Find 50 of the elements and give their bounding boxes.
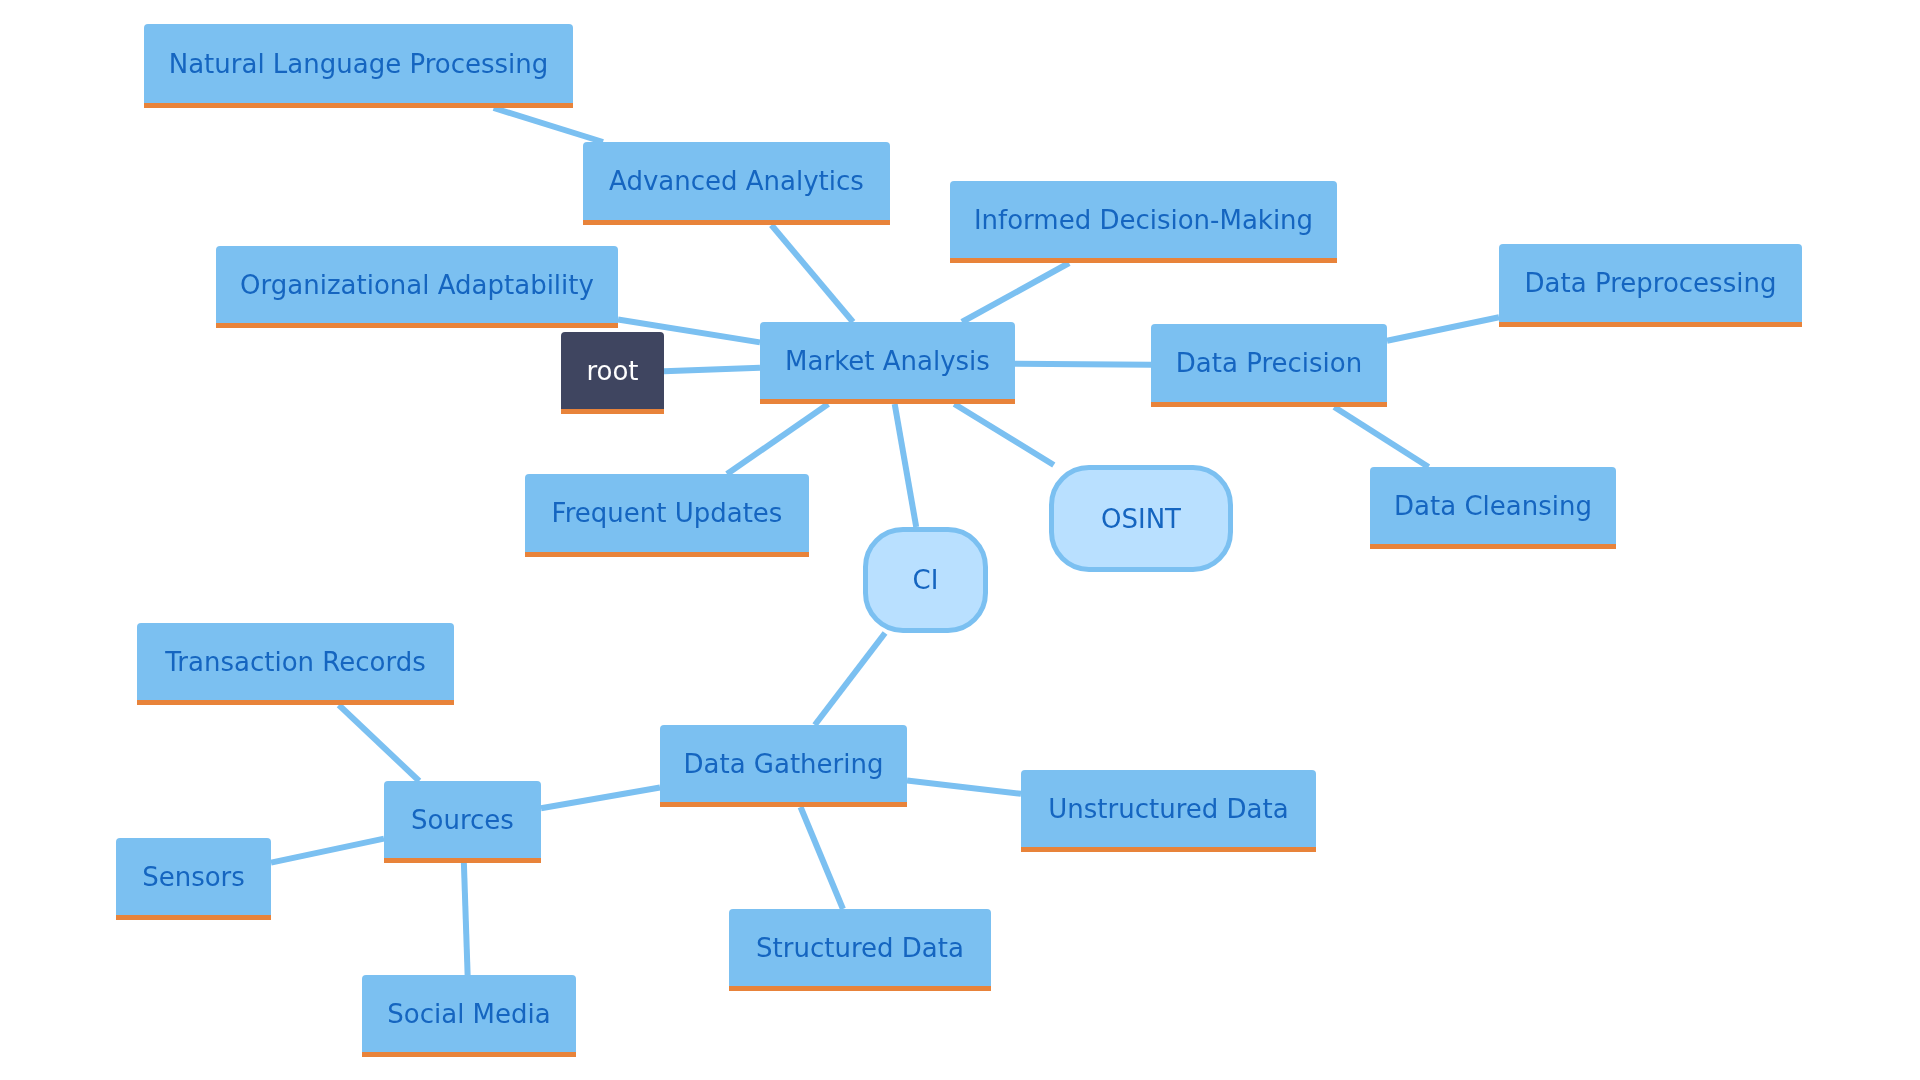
topic-box: [760, 322, 1015, 404]
topic-box: [1021, 770, 1316, 852]
node-label: Sensors: [142, 861, 245, 892]
node-label: CI: [912, 565, 939, 595]
topic-pill: [863, 527, 988, 633]
topic-box: [525, 474, 809, 557]
connector-line: [617, 316, 761, 346]
topic-box: [137, 623, 454, 705]
node-label: Transaction Records: [165, 646, 426, 677]
node-label: root: [586, 355, 639, 386]
topic-box: [116, 838, 271, 920]
topic-box: [660, 725, 907, 807]
topic-box: [1151, 324, 1387, 407]
connector-line: [1015, 360, 1152, 368]
connector-line: [797, 805, 846, 911]
node-label: Data Cleansing: [1394, 490, 1592, 521]
topic-pill: [1049, 465, 1233, 572]
node-label: Sources: [411, 804, 514, 835]
node-label: Unstructured Data: [1048, 793, 1289, 824]
node-label: Social Media: [387, 998, 551, 1029]
topic-box: [1370, 467, 1616, 549]
connector-line: [1386, 314, 1500, 344]
node-label: Structured Data: [756, 932, 964, 963]
connector-line: [769, 223, 856, 324]
topic-box: [583, 142, 890, 225]
node-label: Data Preprocessing: [1524, 268, 1777, 298]
topic-box: [362, 975, 576, 1057]
node-label: Advanced Analytics: [609, 166, 864, 196]
node-label: Informed Decision-Making: [973, 204, 1314, 235]
connector-line: [460, 862, 471, 976]
connector-line: [663, 364, 761, 375]
node-label: Natural Language Processing: [168, 48, 549, 79]
connector-line: [906, 777, 1022, 797]
node-label: Data Gathering: [683, 748, 884, 779]
node-label: Data Precision: [1175, 348, 1363, 378]
connector-line: [270, 835, 385, 866]
topic-box: [144, 24, 573, 108]
node-label: OSINT: [1101, 503, 1181, 534]
connector-line: [812, 631, 888, 727]
topic-box: [729, 909, 991, 991]
connector-line: [540, 784, 661, 812]
topic-box: [1499, 244, 1802, 327]
topic-box: [384, 781, 541, 863]
connector-line: [891, 403, 920, 528]
node-label: Organizational Adaptability: [240, 269, 594, 300]
topic-box: [216, 246, 618, 328]
topic-box: [950, 181, 1337, 263]
root-box: [561, 332, 664, 414]
node-label: Frequent Updates: [551, 498, 783, 528]
node-label: Market Analysis: [785, 345, 990, 376]
